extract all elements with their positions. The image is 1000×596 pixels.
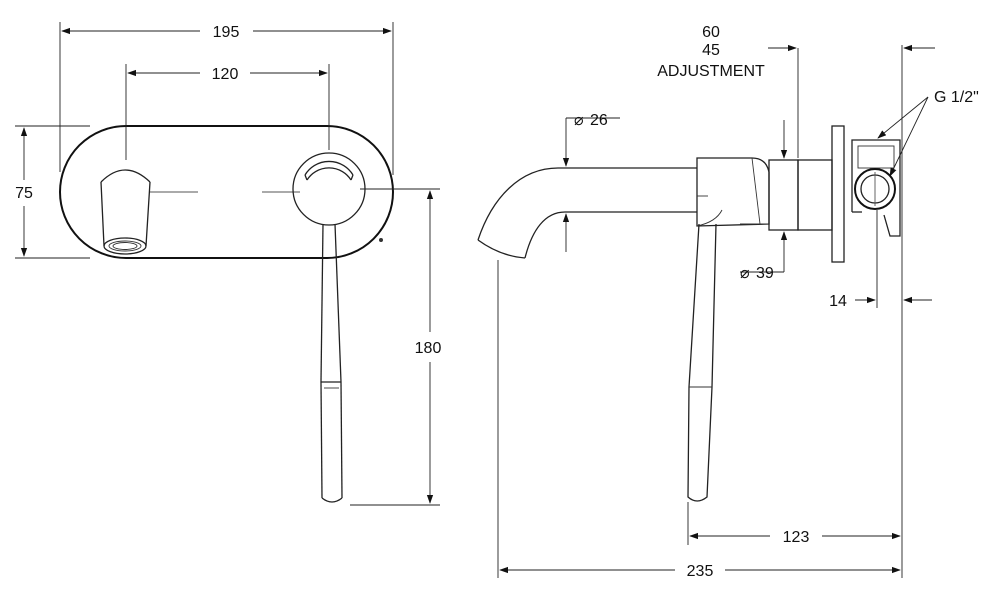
dia-39-label: 39	[756, 265, 774, 282]
front-spout	[100, 169, 151, 255]
front-lever	[320, 223, 343, 503]
dim-120-label: 120	[212, 66, 239, 83]
dim-180-label: 180	[415, 340, 442, 357]
side-view: ⌀ 26 ⌀ 39 60 45 ADJUSTMENT G 1/2" 14 123	[477, 24, 979, 580]
dia-26-symbol: ⌀	[574, 112, 584, 129]
side-spout	[477, 167, 697, 259]
dim-14-label: 14	[829, 293, 847, 310]
side-valve	[851, 139, 901, 237]
adjust-text-label: ADJUSTMENT	[657, 63, 765, 80]
dia-39-symbol: ⌀	[740, 265, 750, 282]
side-mixer-body	[696, 125, 845, 263]
dim-75-label: 75	[15, 185, 33, 202]
dia-26-label: 26	[590, 112, 608, 129]
adjust-60-label: 60	[702, 24, 720, 41]
front-mixer	[292, 152, 383, 242]
front-backplate	[59, 125, 394, 259]
side-lever	[687, 223, 717, 502]
dim-195-label: 195	[213, 24, 240, 41]
thread-label: G 1/2"	[934, 89, 979, 106]
dim-123-label: 123	[783, 529, 810, 546]
adjust-45-label: 45	[702, 42, 720, 59]
front-view: 195 120 75 180	[15, 22, 442, 506]
dim-235-label: 235	[687, 563, 714, 580]
